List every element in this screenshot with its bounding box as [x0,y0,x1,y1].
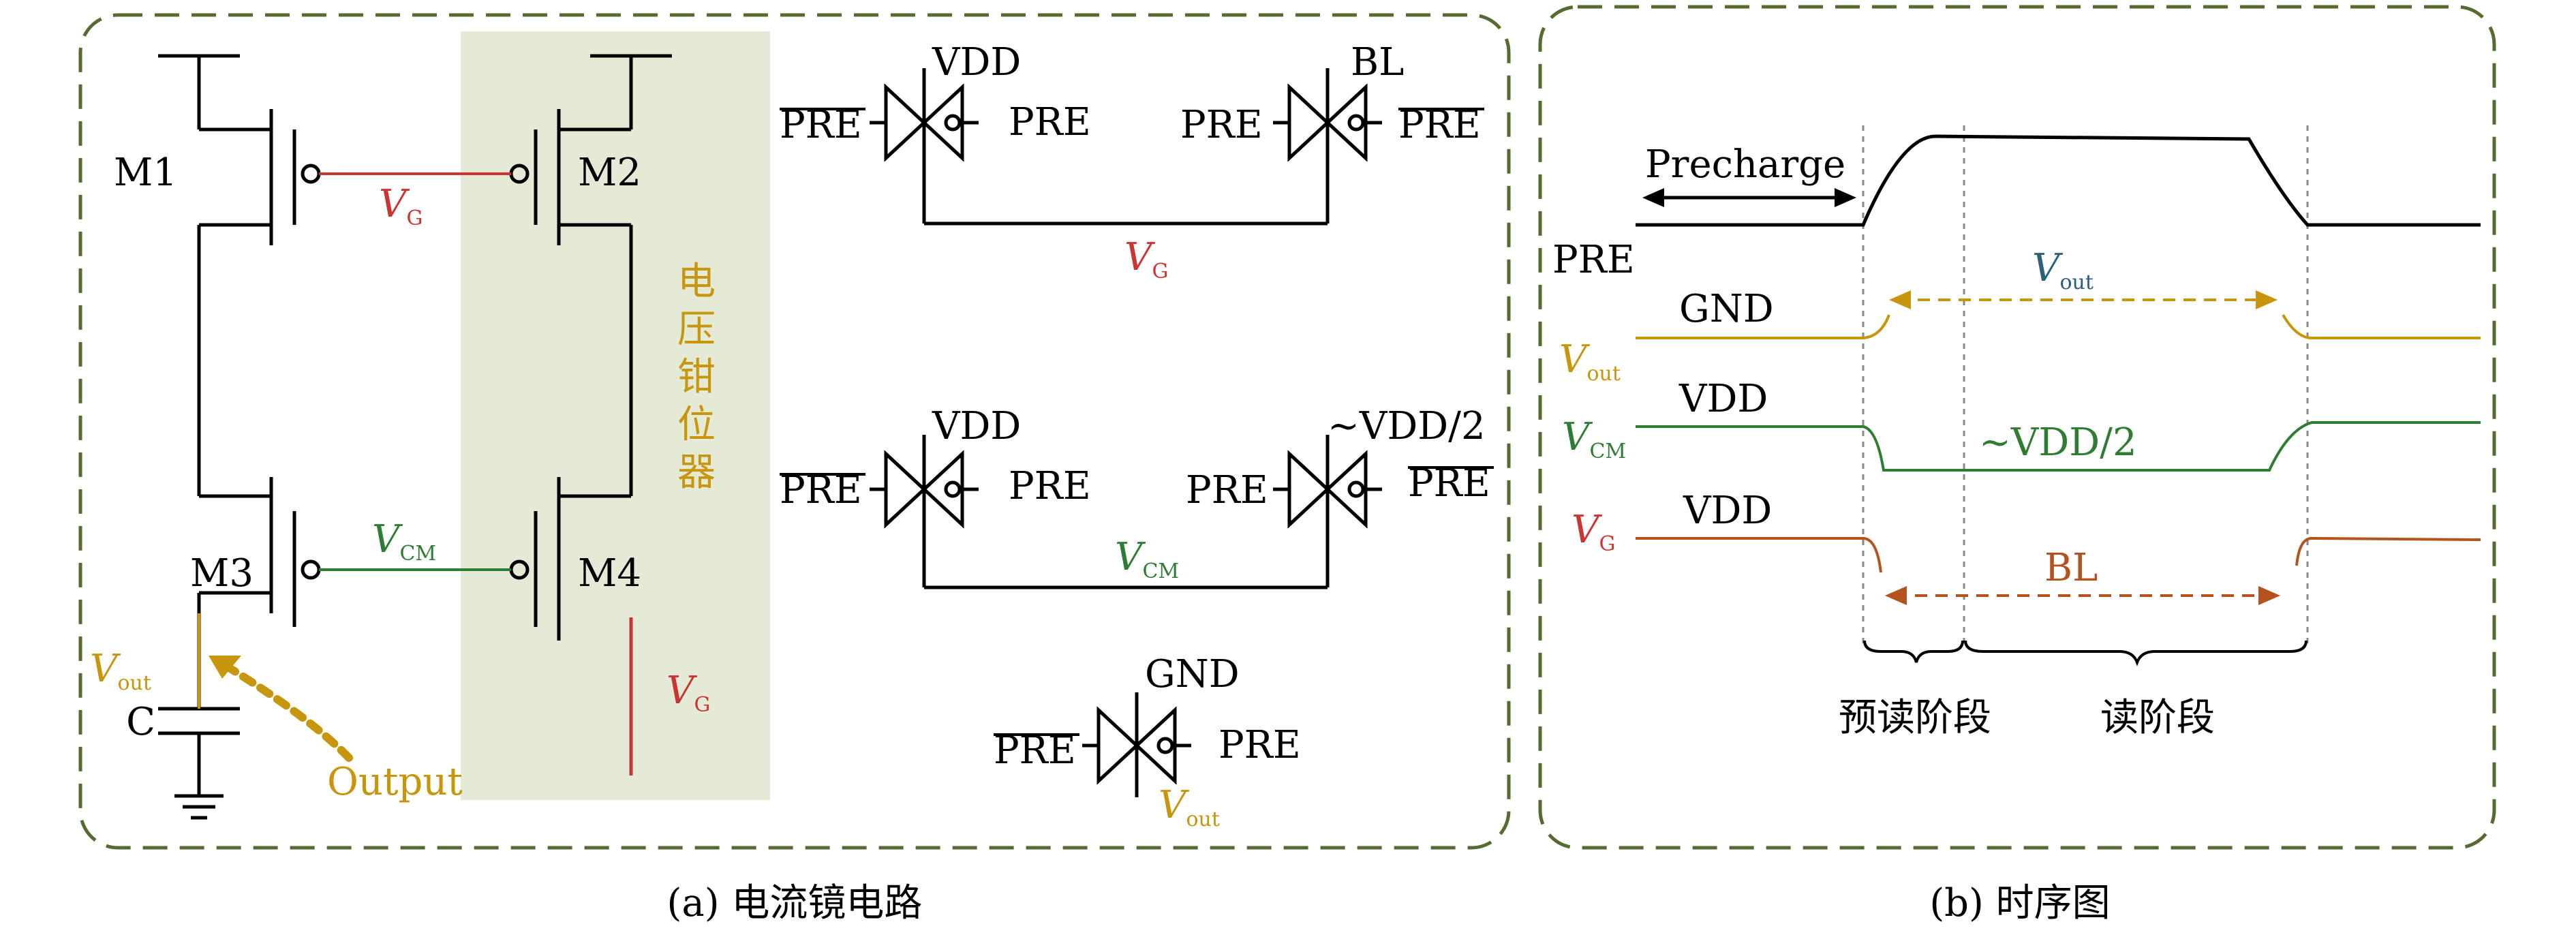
clamp-label: 电 压 钳 位 器 [677,260,716,495]
output-arrow [214,657,353,762]
switch-1 [870,68,979,224]
phase-2-brace [1964,640,2307,666]
vcm-label-switch: VCM [1115,535,1179,583]
switch-3-top: VDD [932,404,1021,448]
pre-waveform [1636,134,2481,227]
phase-2-label: 读阶段 [2100,696,2215,740]
switch-5 [1082,692,1191,797]
switch-1-top: VDD [932,40,1021,85]
vout-label-switch: Vout [1159,783,1220,831]
phase-1-brace [1863,640,1964,663]
phase-1-label: 预读阶段 [1839,696,1991,740]
vcm-label-gate: VCM [372,517,436,566]
vout-axis-label: Vout [1559,337,1621,386]
svg-text:电: 电 [677,260,716,304]
bl-arrowhead-left [1885,586,1907,605]
vcm-axis-label: VCM [1562,415,1626,463]
precharge-arrowhead-left [1642,188,1664,207]
pre-label: PRE [1552,238,1635,282]
vdd-g-label: VDD [1683,489,1772,533]
switch-5-right: PRE [1218,723,1301,767]
vg-axis-label: VG [1571,508,1615,556]
vg-waveform [1636,537,1882,573]
vout-label-node: Vout [90,647,151,695]
caption-a: (a) 电流镜电路 [667,881,923,925]
gnd-label: GND [1679,287,1774,331]
switch-2 [1273,68,1382,224]
switch-4-top: ~VDD/2 [1328,404,1486,448]
precharge-label: Precharge [1645,142,1845,187]
vcm-waveform [1636,421,2481,472]
switch-1-right: PRE [1009,100,1091,144]
vout-label-timing: Vout [2032,246,2094,294]
bl-label: BL [2044,546,2098,590]
switch-2-top: BL [1351,40,1404,85]
switch-4-left: PRE [1186,468,1268,512]
vdd-cm-label: VDD [1678,377,1768,421]
vg-label-m4: VG [666,669,710,717]
vout-arrowhead-left [1889,290,1911,309]
switch-2-left: PRE [1180,103,1263,147]
vout-arrowhead-right [2256,290,2278,309]
vg-waveform-right [2295,536,2481,566]
precharge-arrowhead-right [1835,188,1856,207]
switch-5-top: GND [1145,652,1240,696]
vg-label-switch: VG [1124,235,1168,283]
svg-text:钳: 钳 [677,355,716,399]
output-arrowhead [209,656,241,679]
output-label: Output [327,760,463,804]
svg-text:器: 器 [677,450,716,495]
clamp-highlight [461,31,770,800]
capacitor-label: C [126,700,155,744]
m3-label: M3 [190,551,254,596]
vdd-half-label: ~VDD/2 [1979,420,2137,465]
bl-arrowhead-right [2258,586,2280,605]
vout-waveform [1636,314,1890,339]
svg-text:压: 压 [677,307,716,352]
overbars [780,108,1494,736]
caption-b: (b) 时序图 [1929,881,2110,925]
m4-label: M4 [578,551,641,596]
switch-3 [870,435,979,587]
vg-label-gate: VG [379,182,423,230]
switch-3-right: PRE [1009,464,1091,508]
svg-text:位: 位 [677,403,716,447]
vout-waveform-right [2282,313,2481,339]
switch-4 [1273,435,1382,587]
panel-a-frame [78,13,1511,850]
m2-label: M2 [578,151,641,195]
m1-label: M1 [114,151,177,195]
